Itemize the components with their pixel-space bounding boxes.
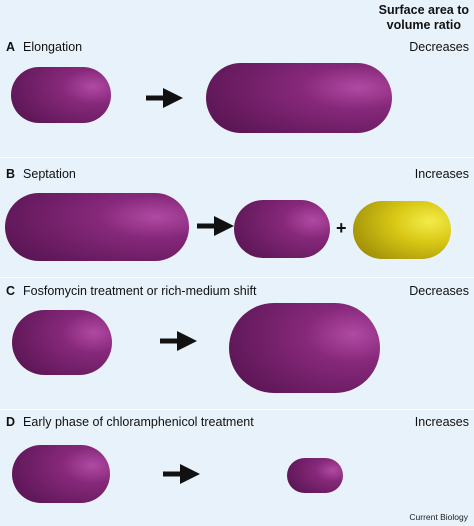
panel-b-result: Increases	[414, 167, 469, 181]
panel-a-letter: A	[6, 40, 16, 54]
cell-c-after	[229, 303, 380, 393]
panel-a-title: A Elongation	[6, 40, 82, 54]
panel-d-title: D Early phase of chloramphenicol treatmen…	[6, 415, 254, 429]
ratio-header: Surface area to volume ratio	[379, 3, 469, 33]
panel-c-label: Fosfomycin treatment or rich-medium shif…	[23, 284, 257, 298]
plus-sign: +	[336, 218, 347, 238]
panel-b-letter: B	[6, 167, 16, 181]
panel-a-label: Elongation	[23, 40, 83, 54]
divider-ab	[0, 157, 474, 158]
panel-a-result: Decreases	[409, 40, 469, 54]
panel-c-result: Decreases	[409, 284, 469, 298]
cell-c-before	[12, 310, 112, 375]
panel-d-letter: D	[6, 415, 16, 429]
ratio-header-line2: volume ratio	[386, 18, 461, 32]
journal-credit: Current Biology	[409, 512, 468, 522]
cell-a-after	[206, 63, 392, 133]
cell-b-before	[5, 193, 189, 261]
cell-a-before	[11, 67, 111, 123]
panel-b-title: B Septation	[6, 167, 76, 181]
panel-d-label: Early phase of chloramphenicol treatment	[23, 415, 254, 429]
cell-d-after	[287, 458, 343, 493]
cell-d-before	[12, 445, 110, 503]
cell-b-daughter-purple	[234, 200, 330, 258]
cell-b-daughter-yellow	[353, 201, 451, 259]
panel-c-letter: C	[6, 284, 16, 298]
panel-d-result: Increases	[414, 415, 469, 429]
divider-cd	[0, 409, 474, 410]
panel-c-title: C Fosfomycin treatment or rich-medium shi…	[6, 284, 256, 298]
divider-bc	[0, 277, 474, 278]
ratio-header-line1: Surface area to	[378, 3, 469, 17]
panel-b-label: Septation	[23, 167, 76, 181]
